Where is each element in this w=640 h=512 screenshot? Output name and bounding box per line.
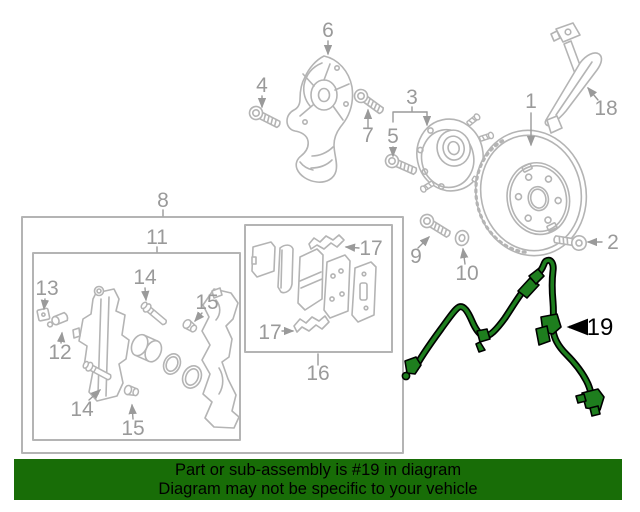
abs-speed-sensor-wire-highlighted[interactable] [401,256,605,417]
callout-1[interactable]: 1 [525,90,537,113]
banner-line1: Part or sub-assembly is #19 in diagram [174,460,462,479]
callout-18[interactable]: 18 [594,97,617,120]
callout-leaders [40,40,603,420]
caliper-piston [130,333,163,363]
dust-shield [286,55,354,183]
callout-6[interactable]: 6 [322,19,334,42]
callout-2[interactable]: 2 [607,231,619,254]
bolt-9 [417,211,454,242]
callout-5[interactable]: 5 [387,125,399,148]
brake-pad-kit [251,234,377,333]
bolt-4 [246,103,284,132]
pad-clip-top [308,234,345,250]
banner-line2: Diagram may not be specific to your vehi… [158,479,478,498]
callout-14-bottom[interactable]: 14 [70,398,94,421]
callout-15-bottom[interactable]: 15 [121,417,144,440]
caliper-bracket [201,287,240,429]
callout-14-top[interactable]: 14 [133,266,157,289]
callout-13[interactable]: 13 [35,277,58,300]
bolt-5 [382,151,420,179]
washer-10 [454,229,470,247]
bleeder-screw-12 [46,311,69,328]
callout-9[interactable]: 9 [410,245,422,268]
callout-17-bottom[interactable]: 17 [258,321,281,344]
bolt-7 [351,86,387,118]
wire-connector-block [517,277,540,299]
wire-clip-mid [476,328,491,343]
callout-11[interactable]: 11 [146,226,168,249]
sensor-end-right [581,388,605,411]
callout-10[interactable]: 10 [455,262,478,285]
callout-16[interactable]: 16 [306,362,329,385]
callout-7[interactable]: 7 [362,124,374,147]
pad-clip-bottom [293,315,330,333]
callout-17-top[interactable]: 17 [359,237,382,260]
callout-4[interactable]: 4 [256,74,268,97]
sensor-end-left [404,356,422,375]
brake-disc-rotor [474,129,588,257]
callout-12[interactable]: 12 [48,341,71,364]
bolt-2 [553,235,587,251]
callout-15-top[interactable]: 15 [195,291,218,314]
wheel-hub-bearing [416,112,498,194]
bleeder-cap-13 [36,307,51,322]
highlight-notice-banner: Part or sub-assembly is #19 in diagram D… [14,459,622,500]
brake-hose-bracket [544,22,603,134]
callout-3[interactable]: 3 [406,86,418,109]
piston-boot [181,365,203,389]
callout-8[interactable]: 8 [157,189,169,212]
piston-seal [162,353,182,375]
callout-19-highlighted[interactable]: 19 [587,314,614,341]
brake-caliper-body [72,285,130,402]
